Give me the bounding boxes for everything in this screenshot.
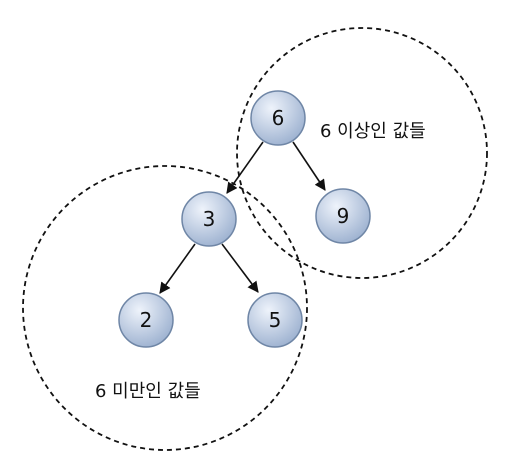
tree-node: 9: [315, 188, 371, 244]
node-label: 5: [269, 308, 282, 332]
tree-node: 3: [181, 191, 237, 247]
node-label: 2: [140, 308, 153, 332]
tree-node: 2: [118, 292, 174, 348]
region-upper-label: 6 이상인 값들: [320, 121, 426, 142]
tree-node: 6: [250, 90, 306, 146]
node-circle: [247, 292, 303, 348]
node-label: 3: [203, 207, 216, 231]
edge-6-3: [226, 141, 264, 194]
region-lower-label: 6 미만인 값들: [95, 381, 201, 402]
node-circle: [118, 292, 174, 348]
region-upper-boundary: [236, 27, 488, 279]
edge-3-5: [221, 243, 259, 293]
node-circle: [315, 188, 371, 244]
node-label: 9: [337, 204, 350, 228]
node-label: 6: [272, 106, 285, 130]
node-circle: [181, 191, 237, 247]
node-circle: [250, 90, 306, 146]
tree-node: 5: [247, 292, 303, 348]
region-lower-boundary: [22, 165, 308, 451]
edge-3-2: [159, 243, 196, 294]
edge-6-9: [292, 141, 326, 191]
